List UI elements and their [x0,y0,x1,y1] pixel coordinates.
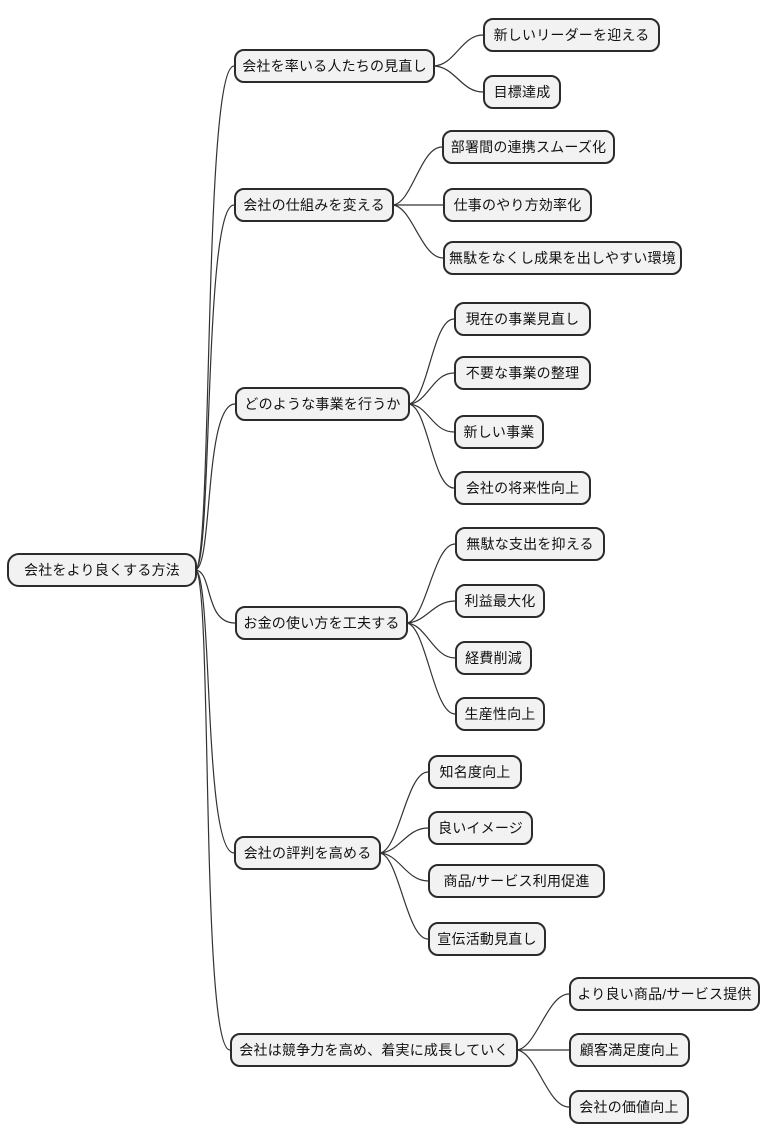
connector [391,146,443,206]
connector [194,569,236,624]
leaf-node-new-business: 新しい事業 [454,415,544,449]
connector [432,34,484,67]
connector [378,771,429,854]
connector [407,403,455,489]
leaf-node-current-business-review: 現在の事業見直し [454,302,591,336]
branch-node-leadership-review: 会社を率いる人たちの見直し [234,49,435,83]
connector [405,600,456,624]
leaf-node-reduce-wasteful-spending: 無駄な支出を抑える [455,527,605,561]
leaf-node-good-image: 良いイメージ [428,811,533,845]
leaf-node-new-leader: 新しいリーダーを迎える [483,18,660,52]
branch-node-money-usage: お金の使い方を工夫する [235,606,408,640]
leaf-node-company-value: 会社の価値向上 [569,1090,689,1124]
branch-node-company-structure: 会社の仕組みを変える [234,188,394,222]
branch-node-business-selection: どのような事業を行うか [235,387,410,421]
connector [378,852,429,940]
connector [194,65,235,571]
connector [405,543,456,624]
connector [194,569,231,1051]
leaf-node-service-usage-promotion: 商品/サービス利用促進 [428,864,605,898]
leaf-node-cost-reduction: 経費削減 [455,641,532,675]
leaf-node-dept-cooperation: 部署間の連携スムーズ化 [442,130,615,164]
leaf-node-waste-free-environment: 無駄をなくし成果を出しやすい環境 [443,241,682,275]
branch-node-reputation: 会社の評判を高める [234,836,381,870]
connector [194,204,235,571]
connector [391,204,444,259]
branch-node-steady-growth: 会社は競争力を高め、着実に成長していく [230,1033,518,1067]
leaf-node-better-products-services: より良い商品/サービス提供 [569,977,760,1011]
connector [407,372,455,405]
leaf-node-productivity-improvement: 生産性向上 [455,697,545,731]
connector [407,403,455,433]
leaf-node-ad-activity-review: 宣伝活動見直し [428,922,546,956]
connector [378,852,429,882]
connector [378,827,429,854]
leaf-node-unnecessary-business-cleanup: 不要な事業の整理 [454,356,591,390]
leaf-node-future-potential: 会社の将来性向上 [454,471,591,505]
root-node-improve-company: 会社をより良くする方法 [7,553,197,587]
connector [405,622,456,659]
leaf-node-work-efficiency: 仕事のやり方効率化 [443,188,592,222]
connector [405,622,456,715]
connector [515,1049,570,1108]
connector [407,318,455,405]
leaf-node-profit-maximization: 利益最大化 [455,584,545,618]
leaf-node-name-recognition: 知名度向上 [428,755,522,789]
leaf-node-customer-satisfaction: 顧客満足度向上 [569,1033,690,1067]
connector [194,403,236,571]
connector [194,569,235,854]
leaf-node-goal-achievement: 目標達成 [483,75,561,109]
connector [432,65,484,93]
connector [515,993,570,1051]
